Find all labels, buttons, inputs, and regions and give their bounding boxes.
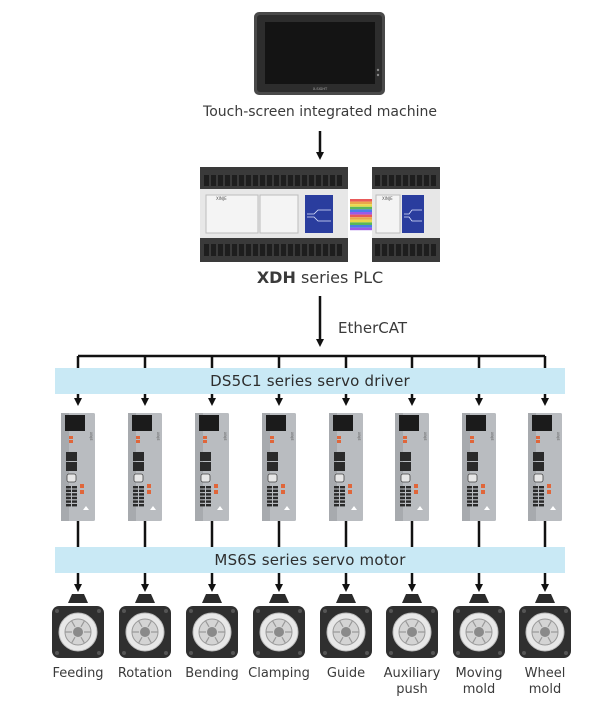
axis-label: Guide (326, 666, 366, 681)
axis-1: XINJE (52, 356, 104, 658)
motor-connector (469, 594, 489, 603)
motor-band: MS6S series servo motor (55, 547, 565, 573)
ethercat-label: EtherCAT (338, 319, 407, 337)
driver-display (132, 415, 152, 431)
axis-label: Wheel mold (524, 666, 566, 697)
axis-label: Rotation (117, 666, 173, 681)
ribbon-cable (350, 199, 372, 231)
driver-brand-tag: XINJE (556, 432, 560, 440)
driver-brand-tag: XINJE (490, 432, 494, 440)
driver-brand-tag: XINJE (423, 432, 427, 440)
motor-shaft (73, 627, 83, 637)
driver-port (533, 452, 544, 461)
driver-port (66, 452, 77, 461)
driver-display (65, 415, 85, 431)
motor-connector (336, 594, 356, 603)
servo-driver: XINJE (61, 413, 95, 521)
servo-driver: XINJE (128, 413, 162, 521)
servo-driver: XINJE (395, 413, 429, 521)
servo-driver: XINJE (462, 413, 496, 521)
plc-main-tag: XINJE (216, 196, 227, 201)
driver-display (333, 415, 353, 431)
servo-driver: XINJE (262, 413, 296, 521)
driver-port (334, 462, 345, 471)
driver-port (533, 462, 544, 471)
driver-port (133, 462, 144, 471)
axis-2: XINJE (119, 356, 171, 658)
driver-display (466, 415, 486, 431)
driver-brand-tag: XINJE (89, 432, 93, 440)
motor-connector (202, 594, 222, 603)
axis-3: XINJE (186, 356, 238, 658)
plc-label-prefix: XDH (256, 268, 296, 287)
driver-port (267, 452, 278, 461)
motor-shaft (341, 627, 351, 637)
motor-connector (135, 594, 155, 603)
plc-label: XDH series PLC (170, 268, 470, 287)
driver-display (266, 415, 286, 431)
servo-motor (253, 594, 305, 658)
motor-shaft (274, 627, 284, 637)
plc-extension-unit: XINJE (372, 167, 440, 262)
driver-port (267, 462, 278, 471)
touchscreen-label: Touch-screen integrated machine (203, 104, 437, 120)
axis-4: XINJE (253, 356, 305, 658)
driver-display (399, 415, 419, 431)
plc-ext-tag: XINJE (382, 196, 393, 201)
touchscreen-brand: X-SIGHT (313, 87, 328, 91)
driver-port (200, 462, 211, 471)
motor-connector (68, 594, 88, 603)
servo-motor (52, 594, 104, 658)
servo-motor (519, 594, 571, 658)
servo-motor (186, 594, 238, 658)
motor-connector (269, 594, 289, 603)
motor-shaft (407, 627, 417, 637)
axis-8: XINJE (519, 356, 571, 658)
driver-port (400, 452, 411, 461)
axis-7: XINJE (453, 356, 505, 658)
servo-driver: XINJE (528, 413, 562, 521)
driver-port (400, 462, 411, 471)
axes-layer: XINJE XINJE XINJE XINJE XINJE XINJE XINJE XINJE (52, 356, 571, 658)
motor-shaft (540, 627, 550, 637)
driver-port (334, 452, 345, 461)
driver-port (66, 462, 77, 471)
axis-label: Clamping (248, 666, 310, 681)
servo-driver: XINJE (329, 413, 363, 521)
driver-port (467, 462, 478, 471)
driver-brand-tag: XINJE (223, 432, 227, 440)
motor-shaft (140, 627, 150, 637)
axis-label: Moving mold (455, 666, 503, 697)
axis-label: Feeding (52, 666, 104, 681)
axis-5: XINJE (320, 356, 372, 658)
plc-label-suffix: series PLC (295, 268, 384, 287)
axis-label: Bending (185, 666, 239, 681)
motor-shaft (474, 627, 484, 637)
driver-port (133, 452, 144, 461)
axis-6: XINJE (386, 356, 438, 658)
driver-port (200, 452, 211, 461)
motor-connector (535, 594, 555, 603)
driver-brand-tag: XINJE (290, 432, 294, 440)
driver-brand-tag: XINJE (156, 432, 160, 440)
touchscreen-device: X-SIGHT (254, 12, 385, 95)
plc-main-unit: XINJE (200, 167, 348, 262)
servo-driver: XINJE (195, 413, 229, 521)
axis-label: Auxiliary push (383, 666, 441, 697)
driver-display (532, 415, 552, 431)
servo-motor (320, 594, 372, 658)
servo-motor (386, 594, 438, 658)
servo-motor (453, 594, 505, 658)
servo-motor (119, 594, 171, 658)
motor-connector (402, 594, 422, 603)
motor-band-label: MS6S series servo motor (214, 551, 406, 569)
driver-band-label: DS5C1 series servo driver (210, 372, 410, 390)
driver-port (467, 452, 478, 461)
motor-shaft (207, 627, 217, 637)
driver-brand-tag: XINJE (357, 432, 361, 440)
driver-display (199, 415, 219, 431)
driver-band: DS5C1 series servo driver (55, 368, 565, 394)
